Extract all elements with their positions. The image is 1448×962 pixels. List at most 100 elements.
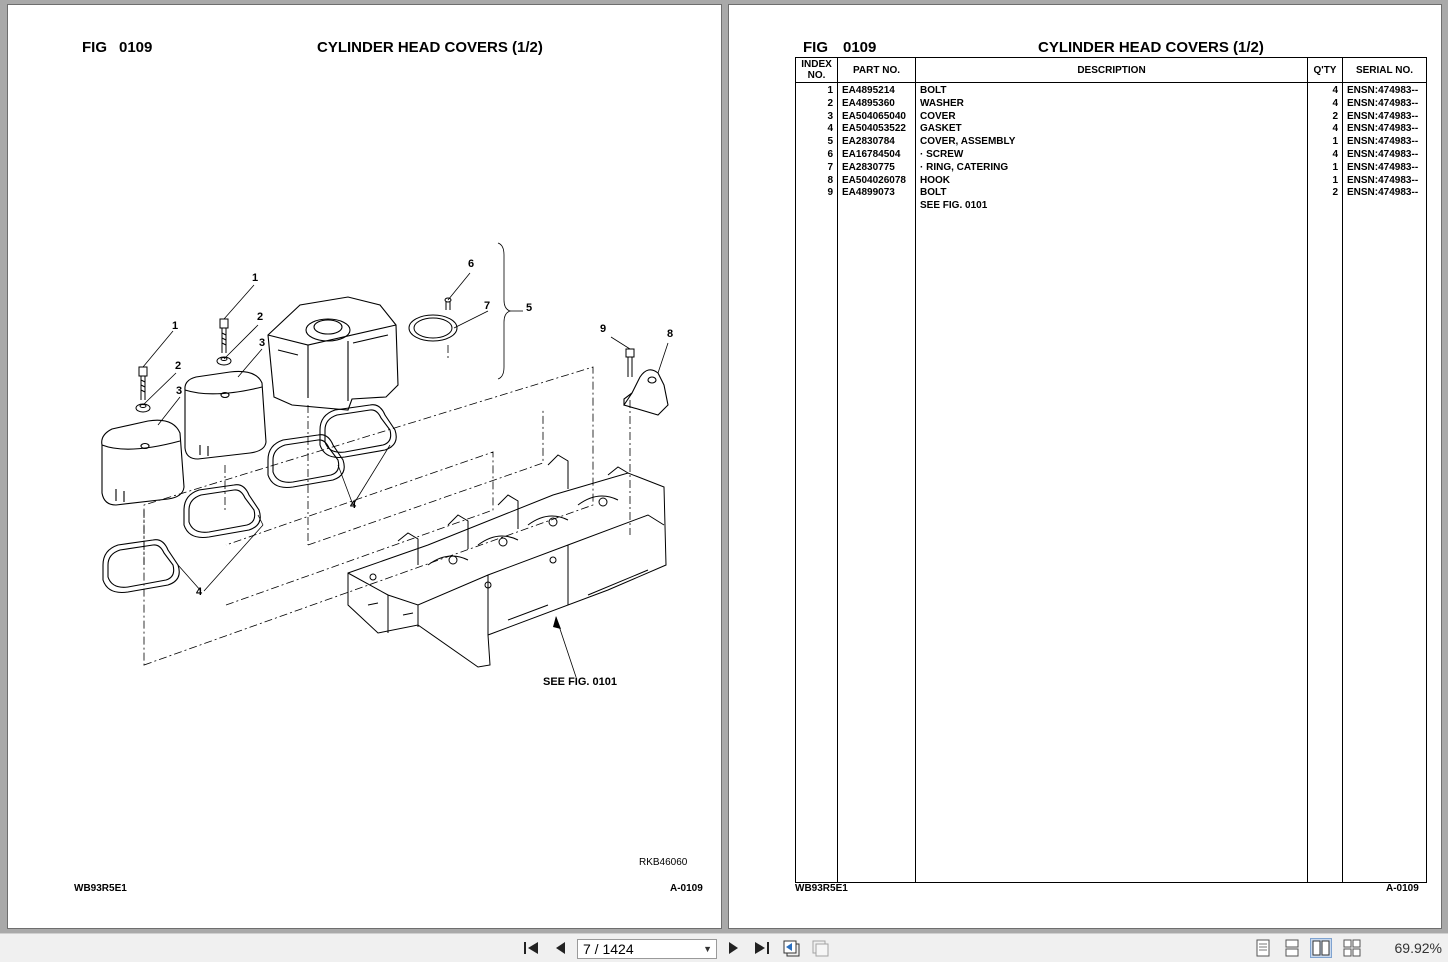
index-cell: 7 bbox=[827, 161, 833, 173]
next-view-icon bbox=[812, 940, 829, 957]
description-column: BOLT WASHER COVER GASKET COVER, ASSEMBLY… bbox=[915, 82, 1308, 883]
previous-page-button[interactable] bbox=[549, 938, 571, 958]
col-header-serial-no: SERIAL NO. bbox=[1342, 57, 1427, 83]
gasket bbox=[102, 539, 180, 594]
cylinder-head bbox=[347, 454, 667, 668]
part-no-column: EA4895214 EA4895360 EA504065040 EA504053… bbox=[837, 82, 916, 883]
continuous-facing-view-button[interactable] bbox=[1341, 938, 1363, 958]
next-view-button[interactable] bbox=[810, 938, 832, 958]
gasket bbox=[183, 484, 261, 539]
qty-cell: 2 bbox=[1332, 110, 1338, 122]
part-no-cell: EA2830784 bbox=[842, 136, 895, 148]
dashed-guide-line bbox=[307, 410, 544, 546]
fig-label: FIG bbox=[82, 39, 107, 56]
part-no-cell: EA4895360 bbox=[842, 97, 895, 109]
serial-no-cell: ENSN:474983-- bbox=[1347, 148, 1419, 160]
cover-middle bbox=[184, 370, 267, 460]
previous-view-icon bbox=[783, 940, 800, 957]
col-header-description: DESCRIPTION bbox=[915, 57, 1308, 83]
first-page-icon bbox=[524, 942, 538, 954]
part-no-cell: EA504053522 bbox=[842, 123, 906, 135]
serial-no-cell: ENSN:474983-- bbox=[1347, 161, 1419, 173]
gasket bbox=[319, 404, 397, 459]
part-no-cell: EA16784504 bbox=[842, 148, 901, 160]
index-cell: 3 bbox=[827, 110, 833, 122]
callout-6: 6 bbox=[468, 258, 474, 270]
description-cell: BOLT bbox=[920, 85, 947, 96]
callout-3: 3 bbox=[259, 337, 265, 349]
see-fig-note: SEE FIG. 0101 bbox=[920, 200, 988, 212]
ring-catering bbox=[408, 314, 458, 342]
callout-2: 2 bbox=[175, 360, 181, 372]
serial-no-cell: ENSN:474983-- bbox=[1347, 123, 1419, 135]
hook bbox=[623, 369, 669, 416]
bolt-9 bbox=[625, 348, 635, 377]
footer-page-ref: A-0109 bbox=[1386, 883, 1419, 894]
chevron-down-icon[interactable]: ▼ bbox=[703, 944, 712, 954]
previous-view-button[interactable] bbox=[781, 938, 803, 958]
callout-9: 9 bbox=[600, 323, 606, 335]
description-cell: · SCREW bbox=[920, 148, 964, 160]
facing-view-button[interactable] bbox=[1310, 938, 1332, 958]
footer-page-ref: A-0109 bbox=[670, 883, 703, 894]
bolt-1-middle bbox=[216, 318, 232, 366]
gasket bbox=[267, 434, 345, 489]
col-header-index: INDEX NO. bbox=[795, 57, 838, 83]
qty-cell: 4 bbox=[1332, 148, 1338, 160]
callout-5: 5 bbox=[526, 302, 532, 314]
fig-label: FIG bbox=[803, 39, 828, 56]
part-no-cell: EA2830775 bbox=[842, 161, 895, 173]
qty-cell: 4 bbox=[1332, 85, 1338, 96]
index-cell: 8 bbox=[827, 174, 833, 186]
serial-no-cell: ENSN:474983-- bbox=[1347, 136, 1419, 148]
page-indicator: 7 / 1424 bbox=[583, 941, 634, 957]
qty-cell: 1 bbox=[1332, 136, 1338, 148]
serial-no-cell: ENSN:474983-- bbox=[1347, 110, 1419, 122]
description-cell: BOLT bbox=[920, 187, 947, 199]
continuous-view-button[interactable] bbox=[1281, 938, 1303, 958]
previous-page-icon bbox=[556, 942, 565, 954]
description-cell: COVER bbox=[920, 110, 956, 122]
callout-1: 1 bbox=[252, 272, 258, 284]
col-header-qty: Q'TY bbox=[1307, 57, 1343, 83]
single-page-view-button[interactable] bbox=[1252, 938, 1274, 958]
table-header-row: INDEX NO. PART NO. DESCRIPTION Q'TY SERI… bbox=[795, 57, 1427, 83]
callout-1: 1 bbox=[172, 320, 178, 332]
zoom-level[interactable]: 69.92% bbox=[1394, 940, 1442, 956]
serial-no-cell: ENSN:474983-- bbox=[1347, 97, 1419, 109]
arrowhead bbox=[553, 616, 561, 629]
index-column: 1 2 3 4 5 6 7 8 9 bbox=[795, 82, 838, 883]
part-no-cell: EA4899073 bbox=[842, 187, 895, 199]
description-cell: WASHER bbox=[920, 97, 964, 109]
callout-3: 3 bbox=[176, 385, 182, 397]
cover-assembly bbox=[267, 296, 399, 411]
page-title: CYLINDER HEAD COVERS (1/2) bbox=[1038, 39, 1264, 56]
callout-2: 2 bbox=[257, 311, 263, 323]
last-page-icon bbox=[755, 942, 769, 954]
next-page-button[interactable] bbox=[723, 938, 745, 958]
description-cell: HOOK bbox=[920, 174, 950, 186]
part-no-cell: EA4895214 bbox=[842, 85, 895, 96]
part-no-cell: EA504026078 bbox=[842, 174, 906, 186]
serial-no-column: ENSN:474983-- ENSN:474983-- ENSN:474983-… bbox=[1342, 82, 1427, 883]
qty-cell: 2 bbox=[1332, 187, 1338, 199]
bolt-1-front bbox=[135, 366, 151, 413]
serial-no-cell: ENSN:474983-- bbox=[1347, 174, 1419, 186]
index-cell: 5 bbox=[827, 136, 833, 148]
dashed-guide-line bbox=[225, 451, 494, 606]
fig-number: 0109 bbox=[843, 39, 877, 56]
description-cell: COVER, ASSEMBLY bbox=[920, 136, 1016, 148]
parts-table: INDEX NO. PART NO. DESCRIPTION Q'TY SERI… bbox=[795, 57, 1427, 883]
left-page: FIG 0109 CYLINDER HEAD COVERS (1/2) bbox=[7, 4, 722, 929]
callout-7: 7 bbox=[484, 300, 490, 312]
page-number-field[interactable]: 7 / 1424 ▼ bbox=[577, 939, 717, 959]
qty-column: 4 4 2 4 1 4 1 1 2 bbox=[1307, 82, 1343, 883]
index-cell: 4 bbox=[827, 123, 833, 135]
dashed-guide-line bbox=[143, 366, 594, 666]
footer-code-left: WB93R5E1 bbox=[74, 883, 127, 894]
qty-cell: 1 bbox=[1332, 161, 1338, 173]
last-page-button[interactable] bbox=[751, 938, 773, 958]
first-page-button[interactable] bbox=[520, 938, 542, 958]
callout-4: 4 bbox=[196, 586, 203, 598]
description-cell: · RING, CATERING bbox=[920, 161, 1009, 173]
